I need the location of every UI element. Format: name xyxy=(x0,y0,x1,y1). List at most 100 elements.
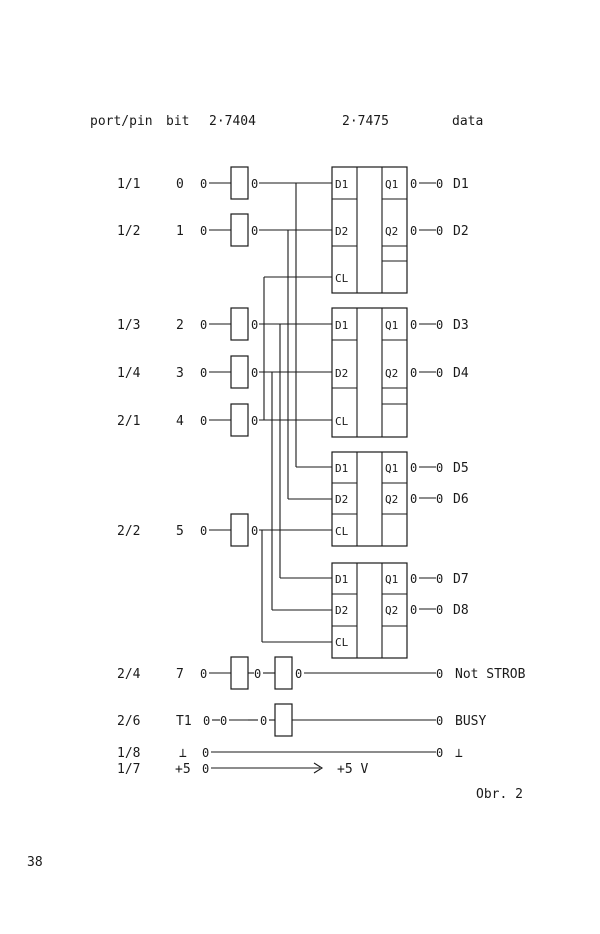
inverter-gate: 0 0 xyxy=(200,307,258,341)
supply-line: 0 +5 V xyxy=(202,762,368,777)
row-bit: +5 xyxy=(175,762,191,777)
output-label: D7 xyxy=(453,572,469,587)
row-bit: 1 xyxy=(176,224,184,239)
row-bit: 7 xyxy=(176,667,184,682)
svg-text:0: 0 xyxy=(200,524,207,538)
output-label: D4 xyxy=(453,366,469,381)
latch-ic: D1 D2 CL Q1 Q2 xyxy=(331,307,408,438)
strobe-label: Not STROB xyxy=(455,667,526,682)
svg-text:0: 0 xyxy=(436,461,443,475)
svg-text:CL: CL xyxy=(335,272,349,285)
row-port: 1/2 xyxy=(117,224,140,239)
row-bit: ⊥ xyxy=(179,746,187,761)
page-number: 38 xyxy=(27,855,43,870)
svg-text:0: 0 xyxy=(203,714,210,728)
row-bit: 5 xyxy=(176,524,184,539)
svg-text:0: 0 xyxy=(200,667,207,681)
svg-text:0: 0 xyxy=(436,746,443,760)
row-port: 1/4 xyxy=(117,366,141,381)
row-port: 1/1 xyxy=(117,177,140,192)
svg-text:D2: D2 xyxy=(335,225,348,238)
svg-text:D1: D1 xyxy=(335,462,348,475)
svg-text:D2: D2 xyxy=(335,493,348,506)
svg-text:0: 0 xyxy=(410,572,417,586)
svg-text:0: 0 xyxy=(436,603,443,617)
svg-text:CL: CL xyxy=(335,525,349,538)
svg-text:0: 0 xyxy=(202,762,209,776)
header-bit: bit xyxy=(166,114,189,129)
svg-text:0: 0 xyxy=(410,461,417,475)
row-port: 1/8 xyxy=(117,746,140,761)
inverter-gate: 0 0 xyxy=(200,213,258,247)
svg-text:0: 0 xyxy=(251,366,258,380)
svg-text:Q2: Q2 xyxy=(385,225,398,238)
row-bit: 2 xyxy=(176,318,184,333)
svg-text:0: 0 xyxy=(436,667,443,681)
svg-text:Q1: Q1 xyxy=(385,319,398,332)
ground-line: 0 0 ⊥ xyxy=(202,746,463,761)
svg-text:0: 0 xyxy=(436,572,443,586)
svg-text:CL: CL xyxy=(335,415,349,428)
svg-text:Q2: Q2 xyxy=(385,367,398,380)
inverter-gate: 0 0 xyxy=(200,513,258,547)
output-label: D6 xyxy=(453,492,469,507)
row-bit: 0 xyxy=(176,177,184,192)
svg-text:Q1: Q1 xyxy=(385,573,398,586)
svg-text:0: 0 xyxy=(200,318,207,332)
svg-text:D2: D2 xyxy=(335,367,348,380)
inverter-gate: 0 0 xyxy=(200,355,258,389)
svg-text:0: 0 xyxy=(200,414,207,428)
svg-text:0: 0 xyxy=(200,224,207,238)
svg-text:D1: D1 xyxy=(335,573,348,586)
svg-text:0: 0 xyxy=(410,603,417,617)
header-latch-ic: 2·7475 xyxy=(342,114,389,129)
svg-text:Q1: Q1 xyxy=(385,462,398,475)
svg-text:0: 0 xyxy=(410,318,417,332)
header-port-pin: port/pin xyxy=(90,114,153,129)
svg-text:0: 0 xyxy=(220,714,227,728)
svg-text:Q2: Q2 xyxy=(385,604,398,617)
svg-text:0: 0 xyxy=(410,366,417,380)
svg-text:0: 0 xyxy=(251,224,258,238)
svg-text:0: 0 xyxy=(254,667,261,681)
svg-text:0: 0 xyxy=(295,667,302,681)
svg-text:0: 0 xyxy=(260,714,267,728)
svg-text:0: 0 xyxy=(436,318,443,332)
svg-text:0: 0 xyxy=(251,524,258,538)
svg-text:D2: D2 xyxy=(335,604,348,617)
svg-text:0: 0 xyxy=(410,492,417,506)
svg-text:D1: D1 xyxy=(335,319,348,332)
svg-text:0: 0 xyxy=(251,318,258,332)
latch-ic: D1 D2 CL Q1 Q2 xyxy=(331,562,408,659)
row-port: 2/2 xyxy=(117,524,140,539)
svg-text:0: 0 xyxy=(436,224,443,238)
svg-text:0: 0 xyxy=(410,177,417,191)
row-port: 2/4 xyxy=(117,667,141,682)
svg-text:0: 0 xyxy=(251,177,258,191)
inverter-gate: 0 0 xyxy=(200,403,258,437)
output-label: D3 xyxy=(453,318,469,333)
svg-text:0: 0 xyxy=(436,366,443,380)
output-label: D2 xyxy=(453,224,469,239)
svg-text:0: 0 xyxy=(251,414,258,428)
supply-label: +5 V xyxy=(337,762,368,777)
svg-text:CL: CL xyxy=(335,636,349,649)
svg-text:0: 0 xyxy=(202,746,209,760)
output-lines: 0 0 D1 0 0 D2 0 0 D3 0 0 D4 0 0 D5 0 0 D… xyxy=(410,177,469,618)
header-inverter-ic: 2·7404 xyxy=(209,114,256,129)
row-port: 2/6 xyxy=(117,714,140,729)
busy-label: BUSY xyxy=(455,714,486,729)
row-port: 1/7 xyxy=(117,762,140,777)
svg-text:Q2: Q2 xyxy=(385,493,398,506)
row-bit: 4 xyxy=(176,414,184,429)
header-data: data xyxy=(452,114,483,129)
latch-ic: D1 D2 CL Q1 Q2 xyxy=(331,166,408,294)
row-port: 2/1 xyxy=(117,414,140,429)
svg-text:D1: D1 xyxy=(335,178,348,191)
output-label: D1 xyxy=(453,177,469,192)
output-label: D8 xyxy=(453,603,469,618)
wiring xyxy=(259,182,332,643)
latch-ic: D1 D2 CL Q1 Q2 xyxy=(331,451,408,547)
row-port: 1/3 xyxy=(117,318,140,333)
